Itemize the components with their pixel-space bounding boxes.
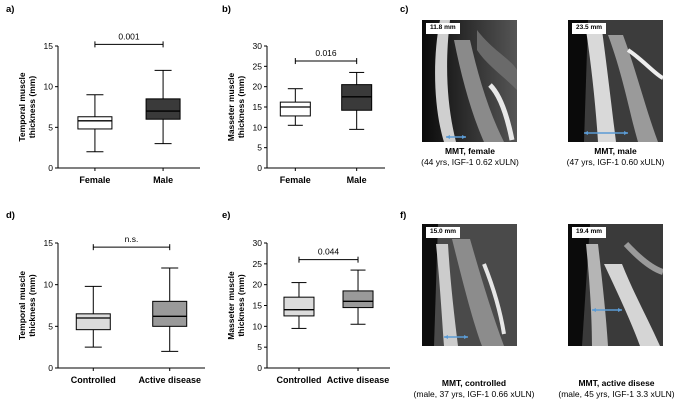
x-tick-label: Active disease bbox=[327, 375, 390, 385]
image-caption-f2: MMT, active disese (male, 45 yrs, IGF-1 … bbox=[548, 378, 685, 400]
y-tick-label: 15 bbox=[253, 102, 263, 112]
y-tick-label: 20 bbox=[253, 280, 263, 290]
mri-image-c2: 23.5 mm bbox=[568, 20, 663, 142]
y-tick-label: 0 bbox=[48, 163, 53, 173]
y-axis-label: thickness (mm) bbox=[236, 274, 246, 337]
mri-scan-graphic bbox=[568, 224, 663, 346]
y-axis-label: thickness (mm) bbox=[27, 76, 37, 139]
panel-label-c: c) bbox=[400, 4, 409, 15]
image-caption-f1: MMT, controlled (male, 37 yrs, IGF-1 0.6… bbox=[400, 378, 548, 400]
y-tick-label: 0 bbox=[257, 163, 262, 173]
caption-subtitle: (male, 45 yrs, IGF-1 3.3 xULN) bbox=[558, 389, 675, 399]
caption-subtitle: (44 yrs, IGF-1 0.62 xULN) bbox=[421, 157, 519, 167]
y-tick-label: 5 bbox=[48, 321, 53, 331]
y-tick-label: 10 bbox=[44, 280, 54, 290]
x-tick-label: Controlled bbox=[71, 375, 116, 385]
y-tick-label: 0 bbox=[257, 363, 262, 373]
y-tick-label: 30 bbox=[253, 238, 263, 248]
y-tick-label: 10 bbox=[253, 321, 263, 331]
y-tick-label: 10 bbox=[253, 122, 263, 132]
panel-label-e: e) bbox=[222, 210, 231, 221]
y-tick-label: 15 bbox=[44, 238, 54, 248]
y-axis-label: thickness (mm) bbox=[27, 274, 37, 337]
box-iqr bbox=[342, 290, 374, 309]
box-iqr bbox=[279, 101, 311, 117]
mri-scan-graphic bbox=[422, 20, 517, 142]
y-tick-label: 30 bbox=[253, 41, 263, 51]
y-axis-label: thickness (mm) bbox=[236, 76, 246, 139]
measure-label: 19.4 mm bbox=[572, 227, 607, 238]
y-tick-label: 25 bbox=[253, 259, 263, 269]
caption-subtitle: (male, 37 yrs, IGF-1 0.66 xULN) bbox=[413, 389, 535, 399]
mri-image-f1: 15.0 mm bbox=[422, 224, 517, 346]
mri-image-f2: 19.4 mm bbox=[568, 224, 663, 346]
p-value-label: 0.044 bbox=[318, 247, 340, 257]
x-tick-label: Active disease bbox=[138, 375, 201, 385]
box-iqr bbox=[145, 98, 181, 120]
y-axis-label: Masseter muscle bbox=[226, 271, 236, 340]
x-tick-label: Male bbox=[153, 175, 173, 185]
panel-label-f: f) bbox=[400, 210, 407, 221]
measure-label: 11.8 mm bbox=[426, 23, 460, 34]
y-axis-label: Masseter muscle bbox=[226, 72, 236, 141]
y-tick-label: 25 bbox=[253, 61, 263, 71]
y-tick-label: 0 bbox=[48, 363, 53, 373]
caption-title: MMT, male bbox=[594, 146, 637, 156]
y-tick-label: 5 bbox=[48, 122, 53, 132]
measure-label: 23.5 mm bbox=[572, 23, 607, 34]
y-tick-label: 5 bbox=[257, 342, 262, 352]
x-tick-label: Male bbox=[347, 175, 367, 185]
panel-label-b: b) bbox=[222, 4, 231, 15]
x-tick-label: Female bbox=[280, 175, 311, 185]
x-tick-label: Controlled bbox=[276, 375, 321, 385]
y-axis-label: Temporal muscle bbox=[17, 271, 27, 341]
y-axis-label: Temporal muscle bbox=[17, 72, 27, 142]
p-value-label: 0.016 bbox=[315, 48, 337, 58]
x-tick-label: Female bbox=[79, 175, 110, 185]
box-iqr bbox=[77, 116, 113, 130]
box-iqr bbox=[152, 300, 188, 327]
y-tick-label: 5 bbox=[257, 143, 262, 153]
caption-title: MMT, active disese bbox=[578, 378, 655, 388]
y-tick-label: 20 bbox=[253, 82, 263, 92]
mri-scan-graphic bbox=[568, 20, 663, 142]
p-value-label: n.s. bbox=[125, 234, 139, 244]
y-tick-label: 10 bbox=[44, 82, 54, 92]
mri-scan-graphic bbox=[422, 224, 517, 346]
image-caption-c2: MMT, male (47 yrs, IGF-1 0.60 xULN) bbox=[546, 146, 685, 168]
measure-label: 15.0 mm bbox=[426, 227, 461, 238]
panel-label-d: d) bbox=[6, 210, 15, 221]
panel-label-a: a) bbox=[6, 4, 15, 15]
caption-title: MMT, female bbox=[444, 146, 496, 156]
p-value-label: 0.001 bbox=[118, 31, 140, 41]
y-tick-label: 15 bbox=[44, 41, 54, 51]
y-tick-label: 15 bbox=[253, 301, 263, 311]
caption-subtitle: (47 yrs, IGF-1 0.60 xULN) bbox=[566, 157, 665, 167]
image-caption-c1: MMT, female (44 yrs, IGF-1 0.62 xULN) bbox=[400, 146, 540, 168]
box-iqr bbox=[283, 296, 315, 317]
box-iqr bbox=[75, 313, 111, 331]
caption-title: MMT, controlled bbox=[441, 378, 507, 388]
mri-image-c1: 11.8 mm bbox=[422, 20, 517, 142]
